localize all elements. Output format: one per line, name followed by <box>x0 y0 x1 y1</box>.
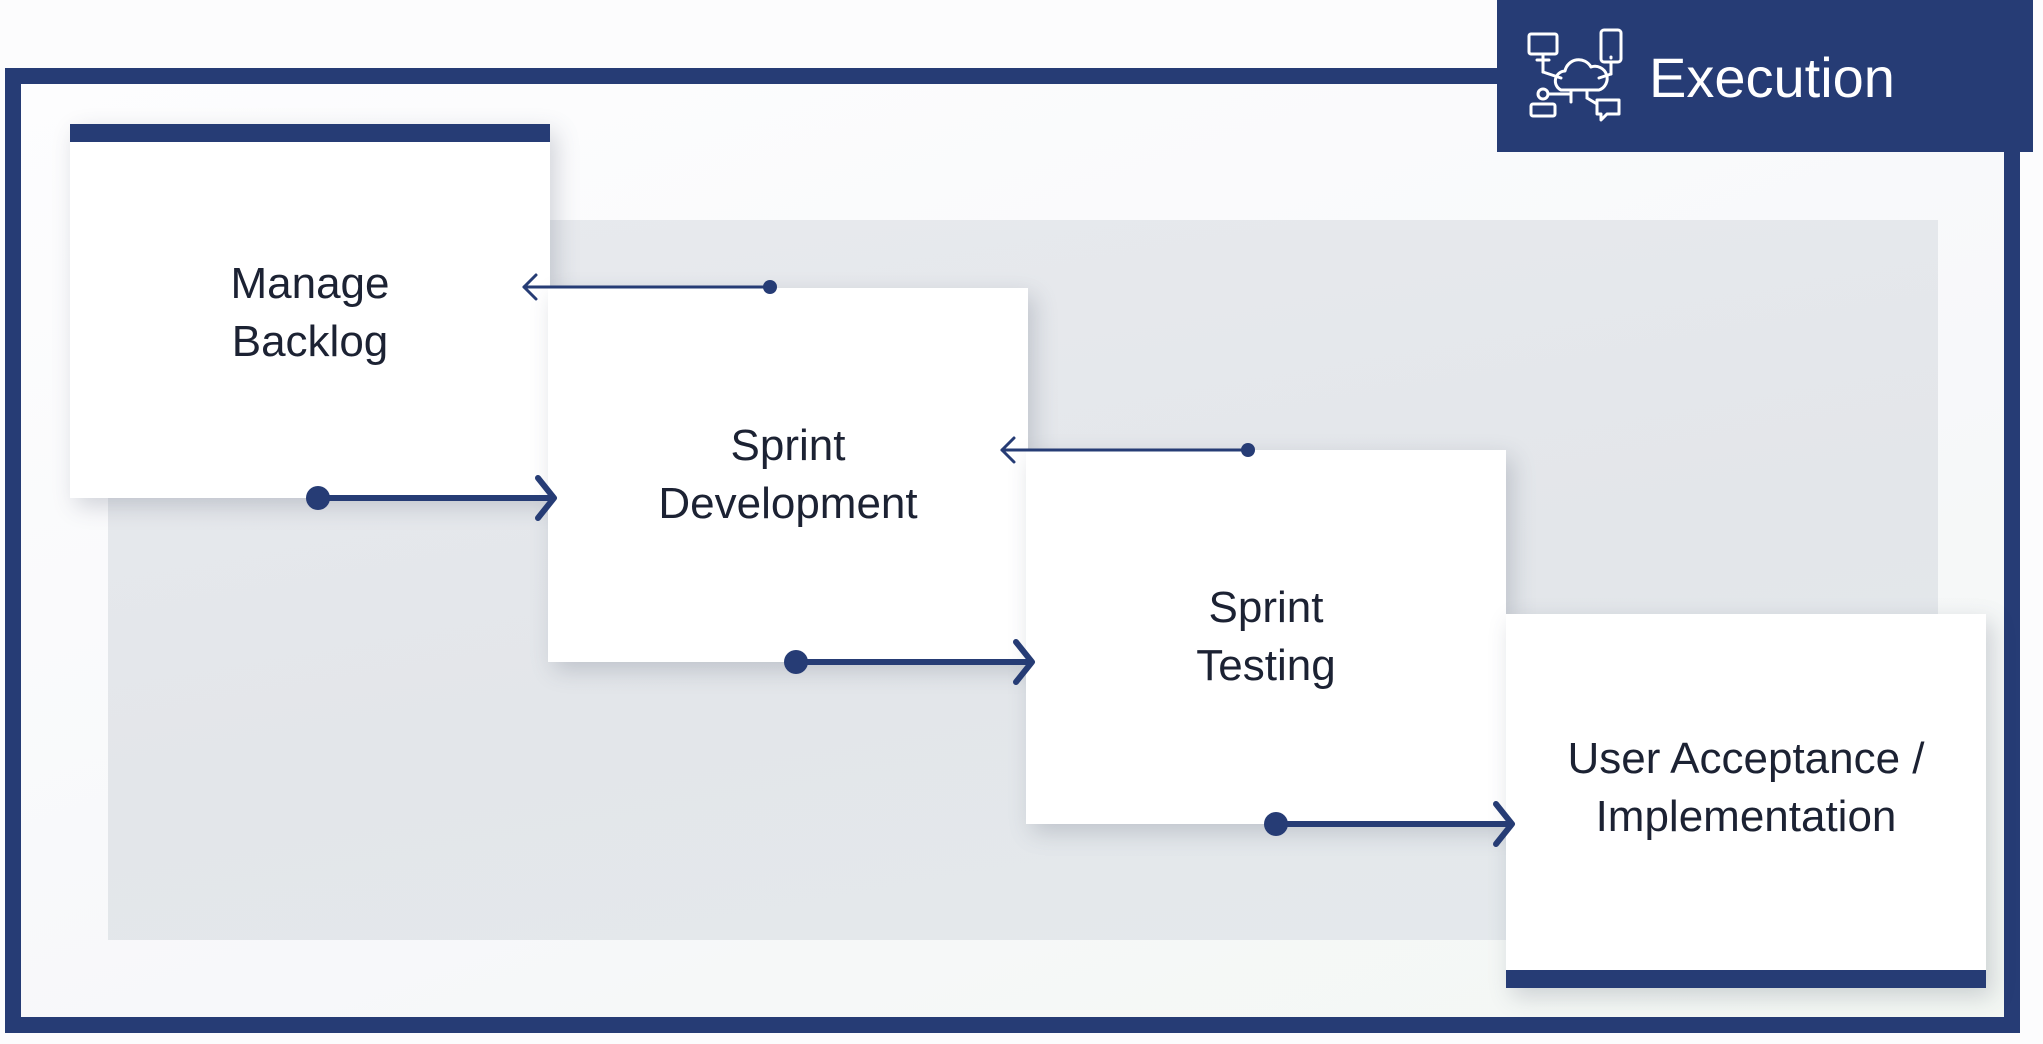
header-badge: Execution <box>1497 0 2033 152</box>
step-label: User Acceptance / Implementation <box>1567 734 1925 841</box>
step-manage-backlog: Manage Backlog <box>70 124 550 498</box>
step-label: Sprint Testing <box>1196 583 1336 690</box>
step-label: Manage Backlog <box>230 259 390 366</box>
step-sprint-testing: Sprint Testing <box>1026 450 1506 824</box>
header-title: Execution <box>1649 46 1895 109</box>
step-sprint-development: Sprint Development <box>548 288 1028 662</box>
step-label: Sprint Development <box>658 421 918 528</box>
step-user-acceptance: User Acceptance / Implementation <box>1506 614 1986 988</box>
cloud-network-devices-icon <box>1527 28 1623 122</box>
